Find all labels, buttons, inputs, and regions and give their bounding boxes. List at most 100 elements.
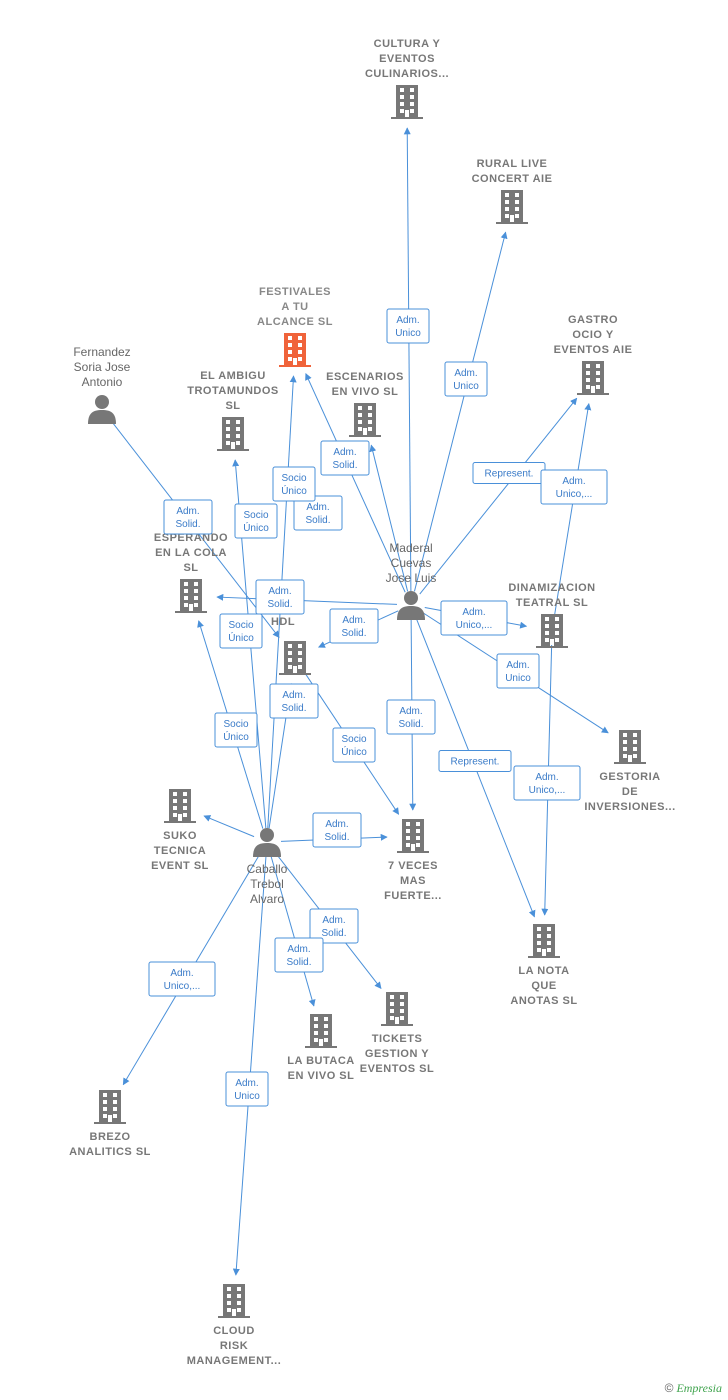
edge-label-fernandez-hdl[interactable]: Adm.Solid.	[163, 499, 213, 535]
edge-label-maderal-lanota[interactable]: Represent.	[438, 750, 512, 772]
edge-label-text: Adm.	[454, 368, 477, 379]
edge-label-text: Socio	[223, 719, 248, 730]
edge-label-text: Solid.	[341, 628, 366, 639]
building-icon	[305, 1014, 337, 1048]
edge-label-maderal-gastro[interactable]: Represent.	[472, 462, 546, 484]
node-label-line: 7 VECES	[388, 860, 438, 872]
edge-label-box	[332, 727, 376, 763]
node-label-line: TICKETS	[372, 1033, 423, 1045]
brand-name: Empresia	[676, 1381, 722, 1395]
edge-label-maderal-sieteveces[interactable]: Adm.Solid.	[386, 699, 436, 735]
edge-label-box	[274, 937, 324, 973]
edge-label-text: Unico,...	[529, 785, 566, 796]
edge-label-text: Adm.	[506, 660, 529, 671]
building-icon	[528, 924, 560, 958]
edge-label-dinamizacion-lanota[interactable]: Adm.Unico,...	[513, 765, 581, 801]
edge-label-box	[214, 712, 258, 748]
edge-label-maderal-escenarios[interactable]: Adm.Solid.	[320, 440, 370, 476]
node-label-line: ESCENARIOS	[326, 371, 404, 383]
node-label-line: EVENTOS	[379, 53, 435, 65]
edge-label-maderal-cultura[interactable]: Adm.Unico	[386, 308, 430, 344]
edge-label-text: Solid.	[324, 832, 349, 843]
node-label-line: FESTIVALES	[259, 286, 331, 298]
edge-label-caballo-tickets[interactable]: Adm.Solid.	[309, 908, 359, 944]
edge-label-box	[272, 466, 316, 502]
node-label-line: Fernandez	[73, 345, 130, 359]
edge-maderal-rural	[413, 231, 508, 592]
edge-label-text: Único	[228, 631, 254, 644]
edge-label-maderal-festivales[interactable]: Adm.Solid.	[293, 495, 343, 531]
building-icon	[496, 190, 528, 224]
edge-label-maderal-dinamizacion[interactable]: Adm.Unico,...	[440, 600, 508, 636]
node-label-line: DINAMIZACION	[508, 582, 595, 594]
edge-label-text: Solid.	[321, 928, 346, 939]
node-label-line: ANALITICS SL	[69, 1146, 151, 1158]
building-icon	[536, 614, 568, 648]
node-cloud[interactable]: CLOUDRISKMANAGEMENT...	[187, 1284, 282, 1367]
edge-label-caballo-butaca[interactable]: Adm.Solid.	[274, 937, 324, 973]
edge-label-maderal-esperando[interactable]: Adm.Solid.	[255, 579, 305, 615]
brand-footer[interactable]: ©Empresia	[665, 1381, 722, 1396]
edge-label-caballo-brezo[interactable]: Adm.Unico,...	[148, 961, 216, 997]
node-label-line: SL	[225, 400, 240, 412]
edge-label-maderal-gestoria[interactable]: Adm.Unico	[496, 653, 540, 689]
edge-label-caballo-hdl[interactable]: Adm.Solid.	[269, 683, 319, 719]
node-label-line: MAS	[400, 875, 426, 887]
node-cultura[interactable]: CULTURA YEVENTOSCULINARIOS...	[365, 38, 449, 119]
building-icon	[391, 85, 423, 119]
edge-label-text: Único	[243, 521, 269, 534]
edge-label-box	[225, 1071, 269, 1107]
edge-label-dinamizacion-gastro[interactable]: Adm.Unico,...	[540, 469, 608, 505]
node-label-line: Trebol	[250, 877, 284, 891]
node-label-line: FUERTE...	[384, 890, 442, 902]
edge-maderal-gastro	[419, 397, 578, 595]
node-sieteveces[interactable]: 7 VECES MAS FUERTE...	[384, 819, 442, 902]
node-label-line: OCIO Y	[572, 329, 613, 341]
edge-maderal-escenarios	[369, 444, 409, 592]
node-label-line: GASTRO	[568, 314, 618, 326]
edge-label-text: Único	[223, 730, 249, 743]
edge-label-text: Solid.	[281, 703, 306, 714]
node-label-line: RURAL LIVE	[477, 158, 548, 170]
node-label-line: Soria Jose	[74, 360, 131, 374]
edge-label-box	[438, 750, 512, 772]
edge-dinamizacion-gastro	[553, 402, 592, 618]
edge-label-maderal-rural[interactable]: Adm.Unico	[444, 361, 488, 397]
node-gestoria[interactable]: GESTORIADEINVERSIONES...	[584, 730, 675, 813]
edge-label-box	[540, 469, 608, 505]
edges-layer	[110, 127, 609, 1276]
node-label-line: MANAGEMENT...	[187, 1355, 282, 1367]
node-label-line: RISK	[220, 1340, 248, 1352]
edge-label-text: Unico,...	[164, 981, 201, 992]
edge-label-text: Unico,...	[456, 620, 493, 631]
building-icon	[349, 403, 381, 437]
edge-label-caballo-sieteveces[interactable]: Adm.Solid.	[312, 812, 362, 848]
edge-label-caballo-cloud[interactable]: Adm.Unico	[225, 1071, 269, 1107]
edge-label-text: Solid.	[332, 460, 357, 471]
edge-label-maderal-hdl[interactable]: Adm.Solid.	[329, 608, 379, 644]
node-label-line: QUE	[531, 980, 556, 992]
building-icon	[381, 992, 413, 1026]
edge-label-box	[312, 812, 362, 848]
node-label-line: SUKO	[163, 830, 197, 842]
